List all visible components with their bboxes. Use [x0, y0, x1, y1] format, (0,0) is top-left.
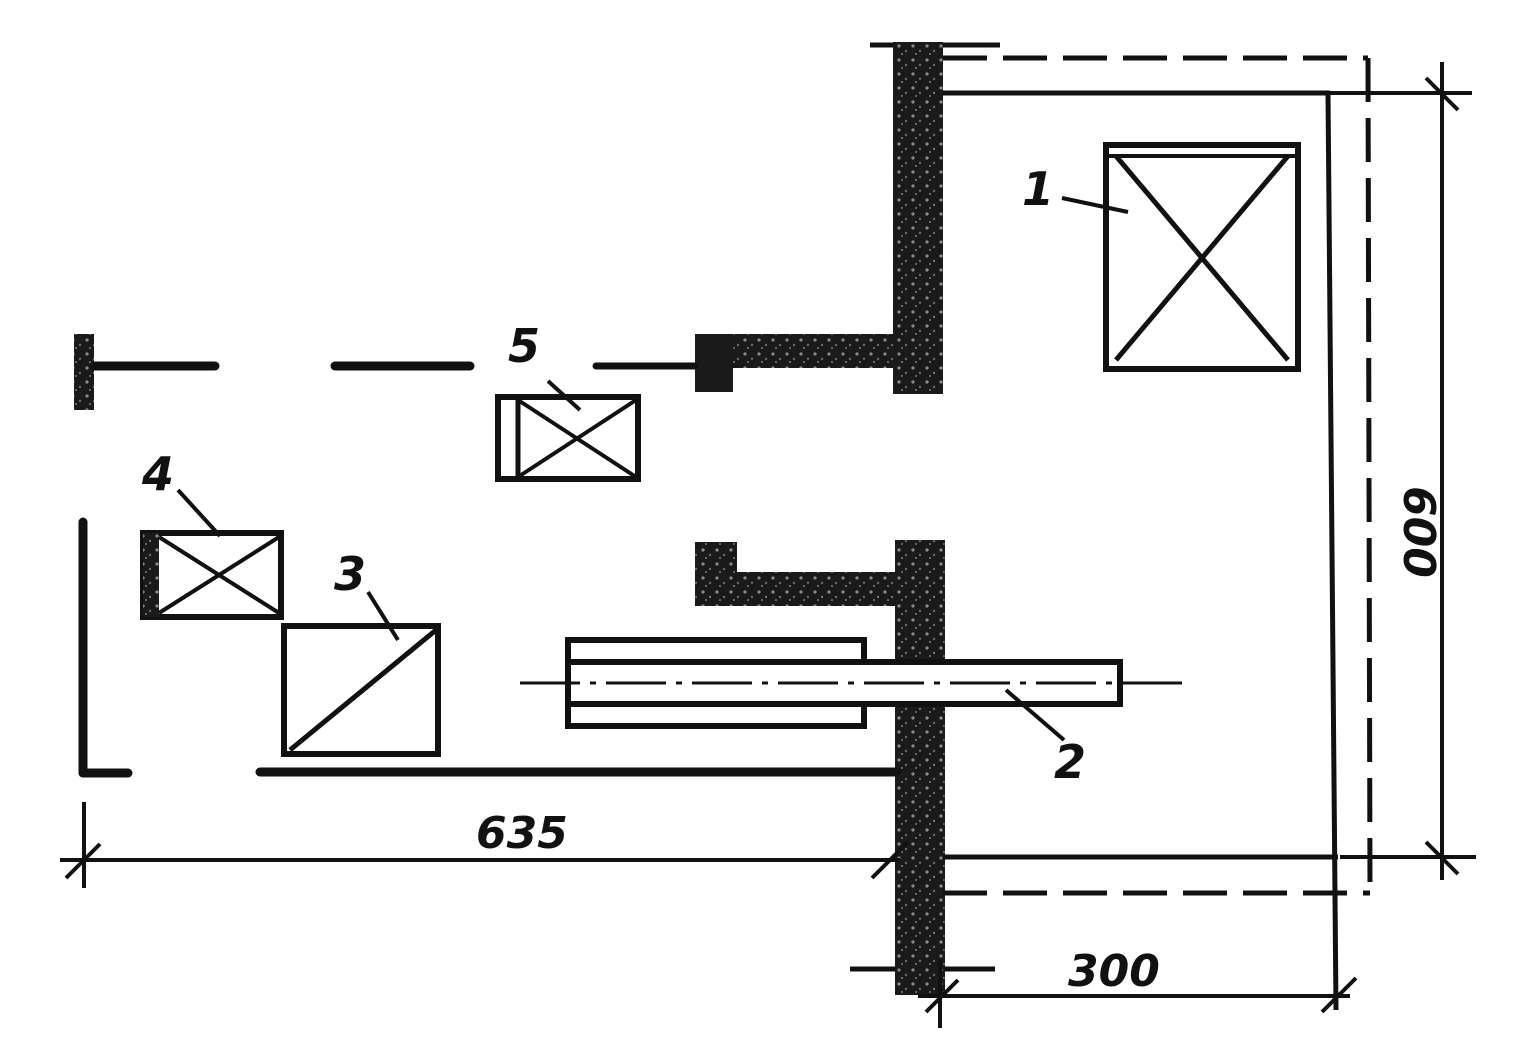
- dimension-label-635: 635: [476, 808, 568, 859]
- wall-upper-vertical: [893, 42, 943, 394]
- equipment-5: [495, 379, 641, 482]
- right-room-outline: [850, 42, 1373, 1011]
- equipment-2: [520, 637, 1182, 742]
- wall-lower-stub: [695, 542, 737, 606]
- dimension-600: [1330, 62, 1476, 880]
- dimension-label-600: 600: [1393, 486, 1444, 578]
- label-2: 2: [1054, 735, 1086, 789]
- label-4: 4: [141, 447, 174, 501]
- label-3: 3: [334, 547, 366, 601]
- dimension-300: [918, 960, 1358, 1028]
- equipment-1: [1061, 142, 1301, 372]
- label-5: 5: [508, 319, 540, 373]
- wall-lower-vertical: [895, 540, 945, 995]
- equipment-4: [140, 488, 284, 620]
- walls: [74, 42, 945, 995]
- dimension-635: [60, 802, 910, 888]
- wall-left-corner-post: [74, 334, 94, 410]
- label-1: 1: [1022, 162, 1054, 216]
- left-room-outline: [78, 361, 902, 778]
- dimension-label-300: 300: [1068, 946, 1160, 997]
- equipment-3: [281, 590, 441, 757]
- wall-upper-stub: [695, 334, 733, 392]
